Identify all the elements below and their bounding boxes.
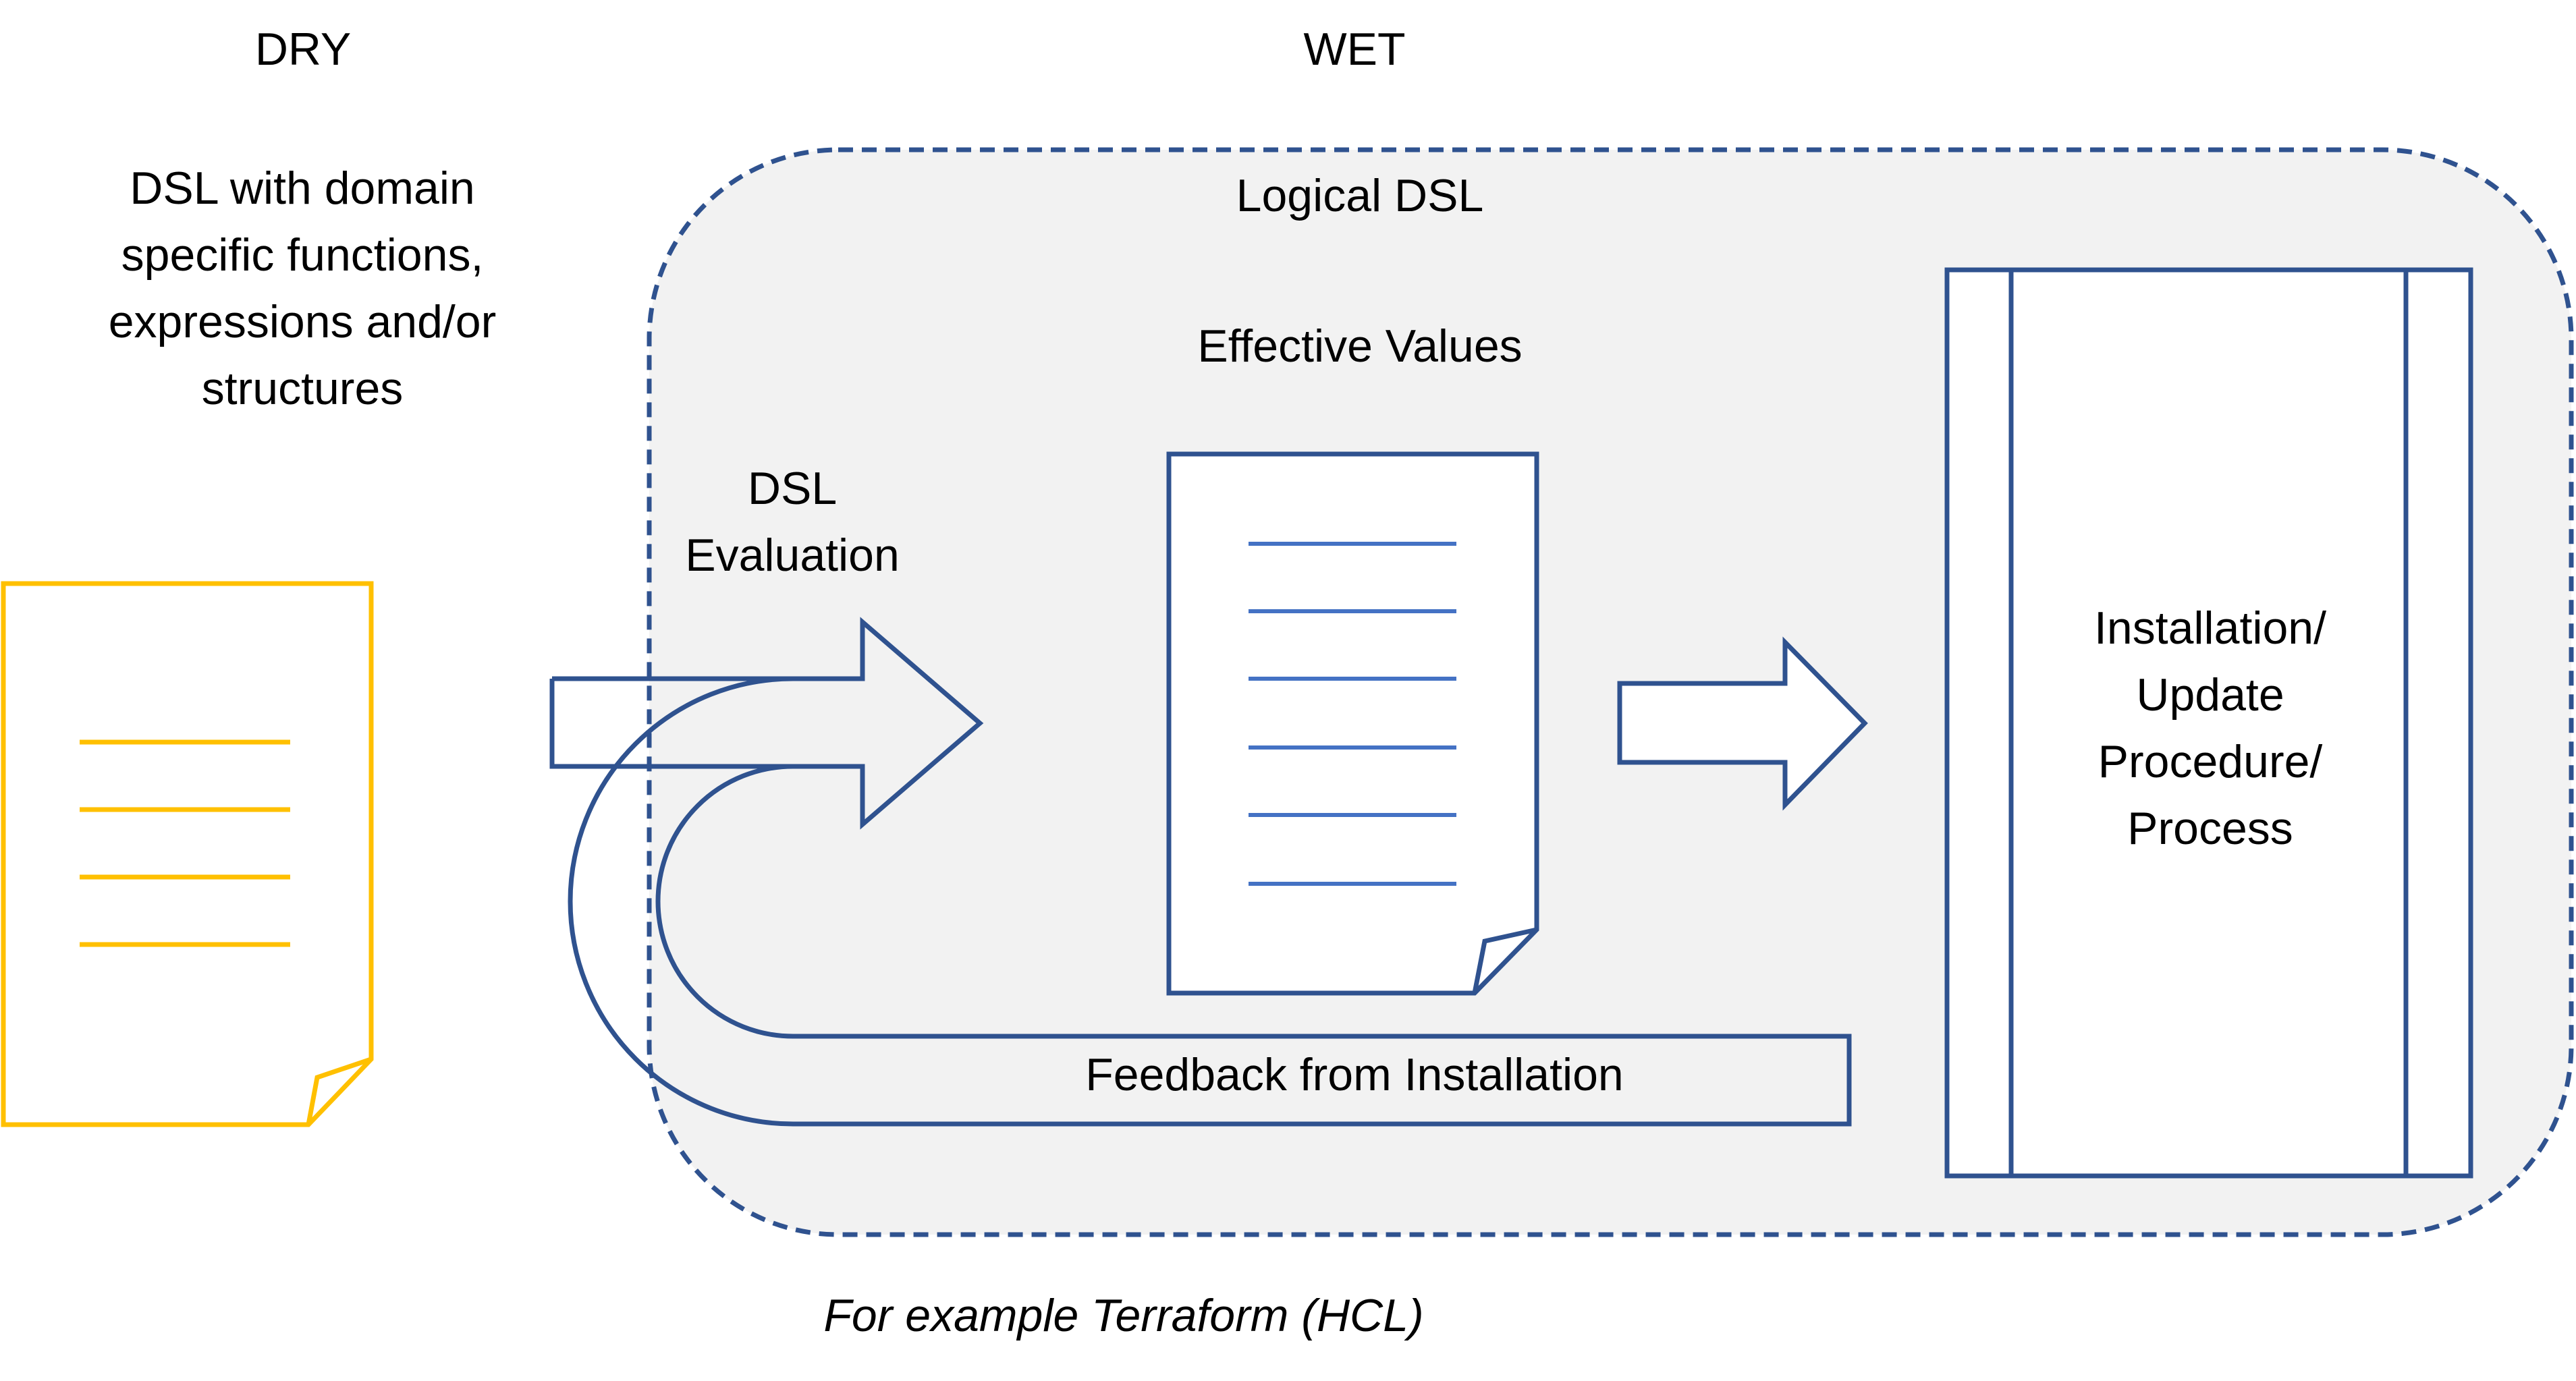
installation-process-box [1944, 267, 2473, 1179]
dry-document-icon [1, 581, 374, 1127]
dry-description-line-1: DSL with domain [130, 163, 475, 214]
installation-line-1: Installation/ [2094, 602, 2326, 654]
dry-description-line-3: expressions and/or [109, 296, 497, 347]
effective-values-document-icon [1166, 451, 1539, 996]
installation-line-4: Process [2127, 803, 2293, 854]
dry-description-line-4: structures [202, 363, 404, 414]
dsl-evaluation-line-2: Evaluation [685, 530, 900, 581]
logical-dsl-label: Logical DSL [1236, 170, 1484, 221]
example-caption: For example Terraform (HCL) [823, 1290, 1423, 1341]
dry-heading: DRY [255, 24, 351, 75]
effective-values-label: Effective Values [1197, 320, 1522, 372]
wet-heading: WET [1303, 24, 1405, 75]
dry-description-line-2: specific functions, [121, 229, 484, 281]
installation-line-3: Procedure/ [2098, 736, 2323, 787]
dsl-evaluation-line-1: DSL [748, 463, 837, 514]
dsl-input-arrow [549, 679, 793, 769]
effective-values-lines [1249, 542, 1456, 886]
installation-line-2: Update [2136, 669, 2284, 721]
feedback-arrow [552, 617, 1852, 1127]
feedback-label: Feedback from Installation [1085, 1049, 1624, 1100]
to-installation-arrow [1617, 636, 1868, 811]
